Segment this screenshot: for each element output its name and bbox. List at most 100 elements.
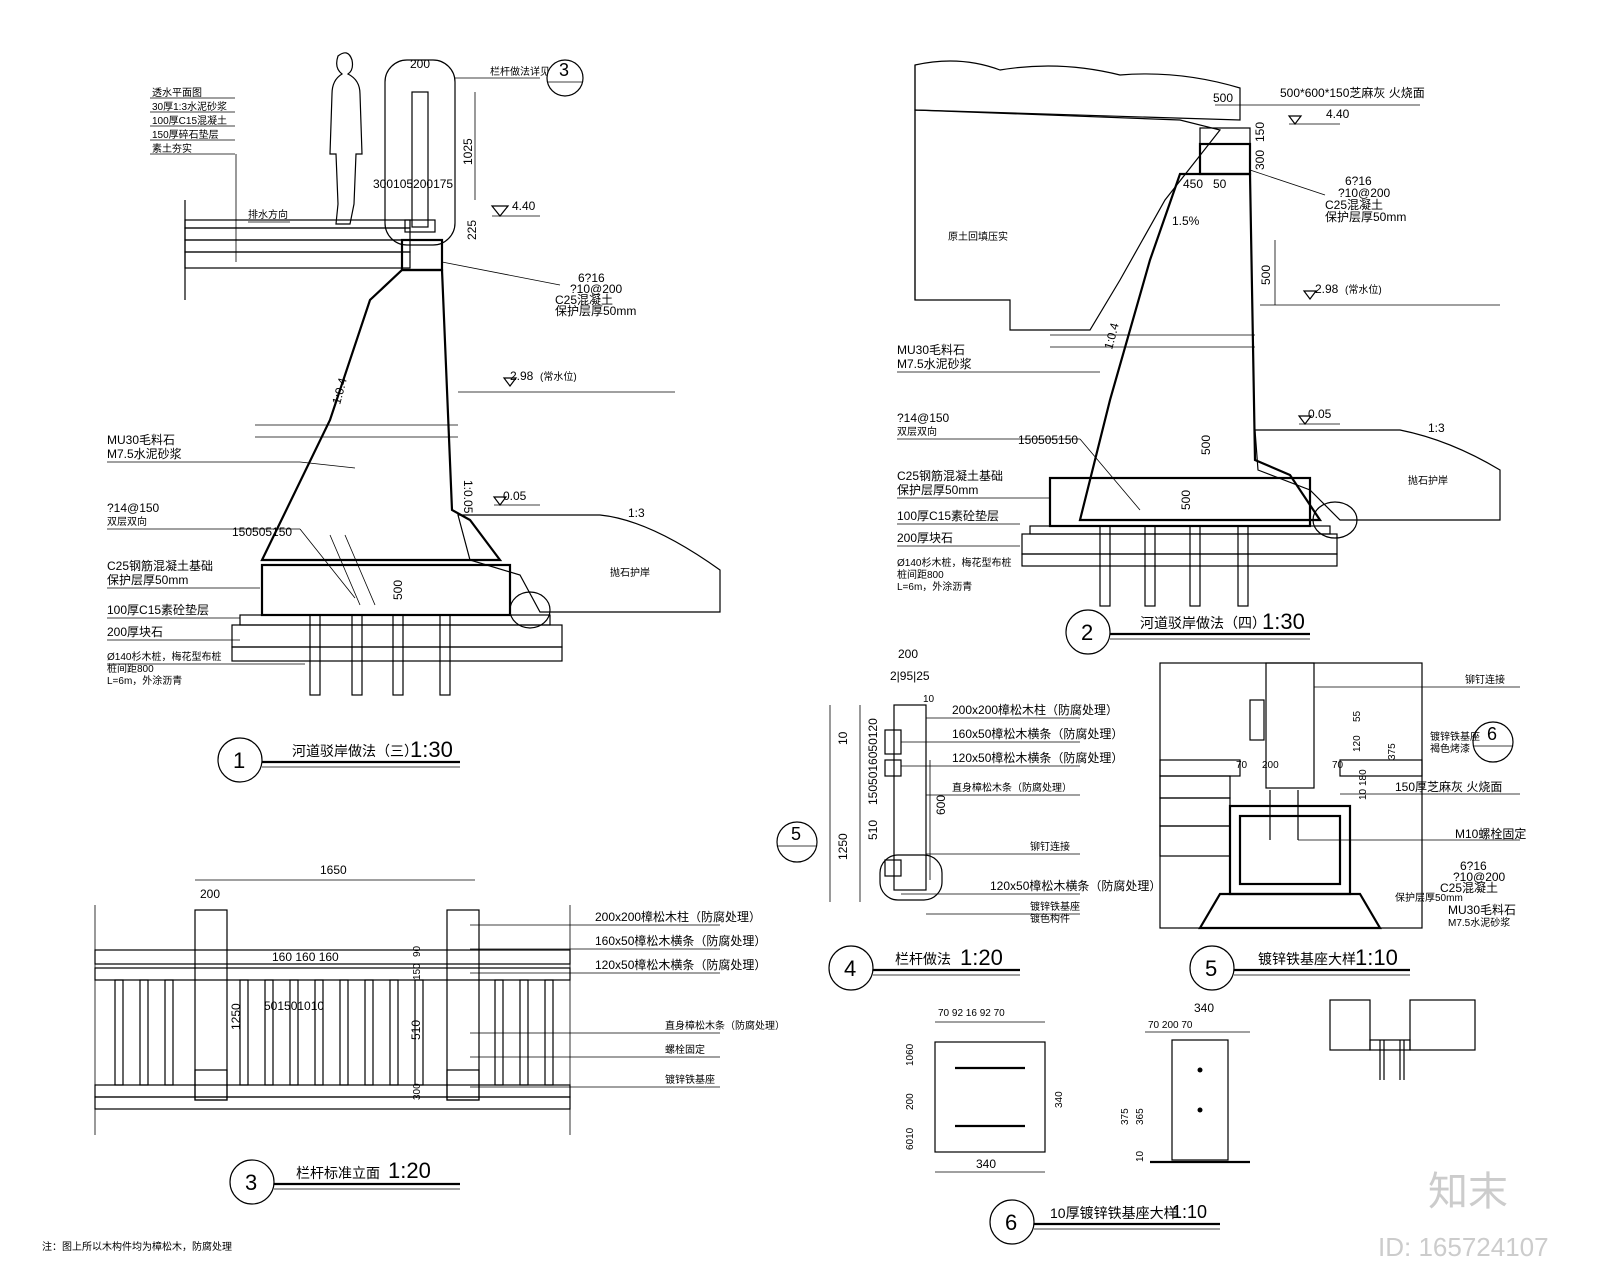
d1-dim-200: 200 (410, 57, 430, 71)
svg-text:1505016050120: 1505016050120 (866, 718, 880, 805)
svg-text:500: 500 (1199, 435, 1213, 455)
svg-text:70: 70 (1332, 760, 1344, 771)
svg-text:200: 200 (1262, 760, 1279, 771)
d5-title: 镀锌铁基座大样 (1258, 951, 1356, 967)
d3-title-bubble (229, 1159, 275, 1205)
d2-riprap-label: 抛石护岸 (1408, 474, 1448, 487)
d2-title: 河道驳岸做法（四） (1140, 615, 1266, 631)
watermark-brand: 知末 (1428, 1170, 1508, 1214)
d5-post (1265, 662, 1315, 789)
detail-4-railing-section: 200 2|95|25 10 10 1250 1505016050120 510… (776, 647, 1161, 991)
d3-post-left (194, 909, 228, 1101)
d1-dim-500: 500 (391, 580, 405, 600)
svg-text:桩间距800: 桩间距800 (107, 662, 154, 675)
d2-title-bubble (1065, 609, 1111, 655)
svg-text:100厚C15素砼垫层: 100厚C15素砼垫层 (897, 508, 999, 523)
svg-text:6010: 6010 (905, 1127, 916, 1150)
svg-text:600: 600 (934, 795, 948, 815)
svg-text:90: 90 (412, 945, 423, 957)
svg-text:10: 10 (923, 694, 935, 705)
d1-layer-0: 透水平面图 (152, 87, 202, 99)
d5-concrete-beam (1228, 804, 1352, 896)
detail-1-section: 透水平面图 30厚1:3水泥砂浆 100厚C15混凝土 150厚碎石垫层 素土夯… (107, 52, 721, 783)
detail-6-plate-detail: 70 92 16 92 70 1060 200 6010 340 340 340… (905, 999, 1476, 1245)
d1-layer-3: 150厚碎石垫层 (152, 128, 219, 141)
d2-cap-label: 500*600*150芝麻灰 火烧面 (1280, 85, 1425, 100)
d2-riverbed-soil (1254, 429, 1501, 521)
d1-title: 河道驳岸做法（三） (292, 743, 418, 759)
d2-elevation-low: 0.05 (1308, 407, 1332, 421)
svg-text:?14@150: ?14@150 (107, 501, 160, 515)
d2-capping-beam (1198, 142, 1252, 176)
svg-text:MU30毛料石: MU30毛料石 (1448, 903, 1516, 917)
svg-text:褐色烤漆: 褐色烤漆 (1430, 742, 1470, 755)
d1-stone-masonry-wall (260, 268, 503, 562)
d3-scale: 1:20 (388, 1158, 431, 1183)
d1-paving (184, 219, 411, 229)
svg-text:70 92 16 92 70: 70 92 16 92 70 (938, 1008, 1005, 1019)
svg-text:M7.5水泥砂浆: M7.5水泥砂浆 (1448, 916, 1510, 929)
svg-text:铆钉连接: 铆钉连接 (1030, 840, 1070, 853)
d4-labels: 200x200樟松木柱（防腐处理） 160x50樟松木横条（防腐处理） 120x… (901, 702, 1161, 925)
svg-text:150: 150 (412, 963, 423, 980)
svg-text:120x50樟松木横条（防腐处理）: 120x50樟松木横条（防腐处理） (952, 750, 1123, 765)
detail-2-section: 原土回填压实 500 500*600*150芝麻灰 火烧面 4.40 300 1… (897, 60, 1501, 655)
d6-scale: 1:10 (1172, 1202, 1207, 1222)
d6-plate-plan (934, 1041, 1046, 1153)
svg-text:保护层厚50mm: 保护层厚50mm (1325, 210, 1406, 224)
d5-scale: 1:10 (1355, 945, 1398, 970)
d4-title: 栏杆做法 (895, 951, 951, 967)
svg-text:300: 300 (1253, 150, 1267, 170)
d1-riverbed-soil (457, 514, 721, 613)
d1-timber-piles (309, 614, 451, 696)
svg-text:6: 6 (1487, 724, 1497, 744)
svg-text:4.40: 4.40 (512, 199, 536, 213)
d3-top-rail (94, 949, 571, 965)
svg-text:MU30毛料石: MU30毛料石 (897, 343, 965, 357)
d5-frame (1159, 662, 1423, 929)
svg-text:1060: 1060 (905, 1043, 916, 1066)
svg-text:4: 4 (844, 956, 856, 981)
svg-text:MU30毛料石: MU30毛料石 (107, 433, 175, 447)
d2-slope-c: 1:3 (1428, 421, 1445, 435)
svg-text:?10@200: ?10@200 (1338, 186, 1391, 200)
svg-text:160x50樟松木横条（防腐处理）: 160x50樟松木横条（防腐处理） (595, 933, 766, 948)
svg-text:160x50樟松木横条（防腐处理）: 160x50樟松木横条（防腐处理） (952, 726, 1123, 741)
d1-dim-225: 225 (465, 220, 479, 240)
d1-dim-footing: 150505150 (232, 525, 292, 539)
svg-text:5: 5 (791, 824, 801, 844)
svg-text:C25钢筋混凝土基础: C25钢筋混凝土基础 (897, 468, 1003, 483)
svg-text:1250: 1250 (836, 833, 850, 860)
d5-callout-6 (1472, 721, 1514, 763)
d1-elevation-low: 0.05 (503, 489, 527, 503)
d3-title: 栏杆标准立面 (296, 1165, 380, 1181)
d1-callout-3 (546, 59, 584, 97)
d2-backfill-soil (914, 109, 1222, 331)
d2-elevation-top: 4.40 (1326, 107, 1350, 121)
svg-text:180: 180 (1358, 769, 1369, 786)
d2-elevation-water: 2.98 (1315, 282, 1339, 296)
d1-callout-3-label: 3 (559, 60, 569, 80)
footnote: 注：图上所以木构件均为樟松木，防腐处理 (42, 1240, 232, 1253)
d4-post (893, 704, 927, 891)
svg-text:340: 340 (1054, 1091, 1065, 1108)
svg-text:200: 200 (898, 647, 918, 661)
svg-text:160 160 160: 160 160 160 (272, 950, 339, 964)
svg-text:M10螺栓固定: M10螺栓固定 (1455, 826, 1526, 841)
d2-cap-stone (1199, 127, 1251, 145)
d3-dim-1650: 1650 (320, 863, 347, 877)
svg-text:100厚C15素砼垫层: 100厚C15素砼垫层 (107, 602, 209, 617)
svg-text:500: 500 (1179, 490, 1193, 510)
svg-text:70 200 70: 70 200 70 (1148, 1020, 1193, 1031)
svg-text:?10@200: ?10@200 (1453, 870, 1506, 884)
svg-text:150: 150 (1253, 122, 1267, 142)
svg-text:2: 2 (1081, 620, 1093, 645)
svg-text:6: 6 (1005, 1210, 1017, 1235)
d2-dim-500: 500 (1213, 91, 1233, 105)
d3-post-right (446, 909, 480, 1101)
d5-labels: 铆钉连接 镀锌铁基座 褐色烤漆 150厚芝麻灰 火烧面 M10螺栓固定 6?16… (1298, 673, 1526, 929)
svg-text:450: 450 (1183, 177, 1203, 191)
svg-text:375: 375 (1387, 743, 1398, 760)
d1-person-silhouette (329, 52, 363, 225)
svg-text:C25混凝土: C25混凝土 (1325, 197, 1383, 212)
